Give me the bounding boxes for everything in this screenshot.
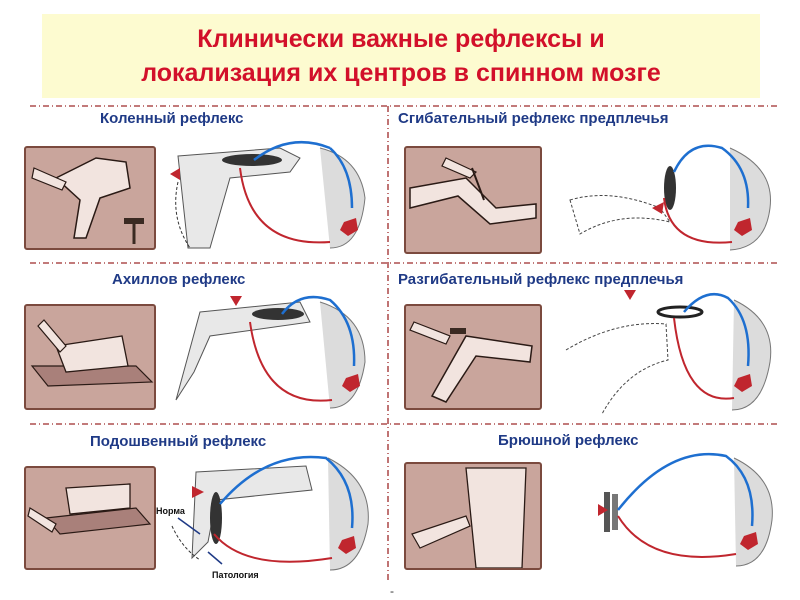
panel-label-achilles-reflex: Ахиллов рефлекс xyxy=(112,271,246,288)
title-line-2: локализация их центров в спинном мозге xyxy=(141,59,661,87)
annotation-norm: Норма xyxy=(156,506,185,516)
title-background xyxy=(42,14,760,98)
achilles-reflex-photo xyxy=(24,304,156,410)
footer-mark: - xyxy=(390,584,394,598)
panel-label-abdominal-reflex: Брюшной рефлекс xyxy=(498,432,639,449)
knee-reflex-photo xyxy=(24,146,156,250)
plantar-reflex-illustration xyxy=(27,483,152,535)
abdominal-reflex-photo xyxy=(404,462,542,570)
plantar-reflex-arc-diagram xyxy=(171,455,369,571)
knee-reflex-illustration xyxy=(31,157,144,244)
forearm-flexion-illustration xyxy=(409,157,537,225)
plantar-reflex-photo xyxy=(24,466,156,570)
forearm-flexion-photo xyxy=(404,146,542,254)
achilles-reflex-illustration xyxy=(30,319,154,387)
page-title: Клинически важные рефлексы и локализация… xyxy=(42,22,760,90)
annotation-pathology: Патология xyxy=(212,570,259,580)
panel-label-forearm-extension-reflex: Разгибательный рефлекс предплечья xyxy=(398,271,684,288)
abdominal-reflex-arc-diagram xyxy=(598,452,773,567)
achilles-reflex-arc-diagram xyxy=(175,295,366,409)
panel-label-plantar-reflex: Подошвенный рефлекс xyxy=(90,433,267,450)
forearm-flexion-arc-diagram xyxy=(569,144,771,251)
forearm-extension-illustration xyxy=(409,321,533,403)
panel-label-knee-reflex: Коленный рефлекс xyxy=(100,110,244,127)
title-line-1: Клинически важные рефлексы и xyxy=(197,25,605,53)
panel-label-forearm-flexion-reflex: Сгибательный рефлекс предплечья xyxy=(398,110,669,127)
forearm-extension-photo xyxy=(404,304,542,410)
forearm-extension-arc-diagram xyxy=(565,290,772,415)
abdominal-reflex-illustration xyxy=(411,467,527,568)
knee-reflex-arc-diagram xyxy=(170,140,366,249)
